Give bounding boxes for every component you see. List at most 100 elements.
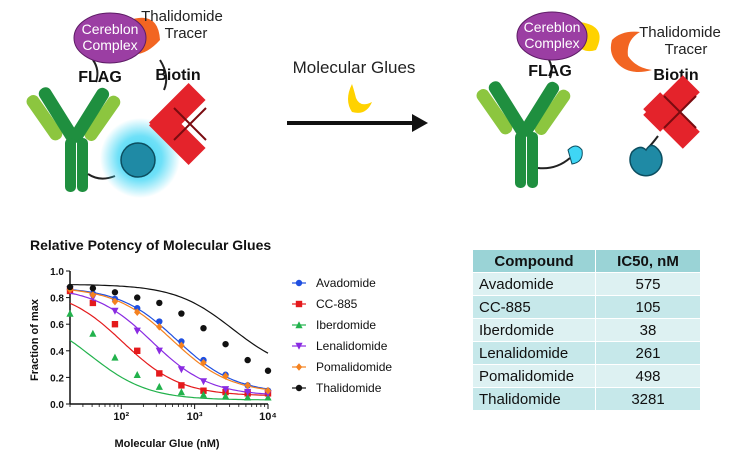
fit-curve-lenalidomide: [69, 292, 269, 395]
table-row: Lenalidomide 261: [472, 341, 701, 365]
table-row: CC-885 105: [472, 295, 701, 319]
x-axis-label: Molecular Glue (nM): [114, 438, 219, 450]
data-point-iberdomide: [221, 392, 230, 400]
data-point-cc-885: [111, 321, 119, 328]
ic50-table: Compound IC50, nM Avadomide 575 CC-885 1…: [472, 249, 701, 411]
left-flag-label: FLAG: [78, 69, 122, 86]
compound-cell: Lenalidomide: [472, 341, 596, 365]
y-axis-label: Fraction of max: [29, 298, 41, 381]
table-header-row: Compound IC50, nM: [472, 249, 701, 273]
header-ic50: IC50, nM: [595, 249, 701, 273]
data-point-lenalidomide: [221, 386, 230, 394]
compound-cell: Thalidomide: [472, 387, 596, 411]
right-donor-tag-icon: [567, 145, 583, 165]
right-biotin-label: Biotin: [653, 67, 698, 84]
legend-label: Avadomide: [316, 276, 376, 290]
right-complex-label-1: Cereblon: [524, 19, 581, 35]
legend-label: CC-885: [316, 297, 358, 311]
ic50-cell: 575: [595, 272, 701, 296]
data-point-cc-885: [178, 382, 185, 389]
legend-marker: [295, 321, 303, 329]
data-point-lenalidomide: [199, 378, 208, 386]
data-point-pomalidomide: [89, 291, 97, 299]
ic50-cell: 105: [595, 295, 701, 319]
left-biotin-label: Biotin: [155, 67, 200, 84]
right-acceptor-bead: [629, 144, 663, 177]
chart-title: Relative Potency of Molecular Glues: [30, 237, 271, 253]
ic50-cell: 498: [595, 364, 701, 388]
legend-marker: [295, 384, 303, 392]
data-point-thalidomide: [156, 299, 163, 307]
data-point-lenalidomide: [155, 347, 163, 355]
x-tick-label: 10²: [113, 411, 129, 423]
left-cereblon-complex: Cereblon Complex: [73, 12, 147, 64]
data-point-iberdomide: [111, 353, 119, 361]
data-point-iberdomide: [66, 309, 74, 317]
legend-label: Thalidomide: [316, 381, 382, 395]
left-streptavidin-icon: [148, 82, 207, 166]
legend-marker: [295, 342, 303, 350]
table-row: Thalidomide 3281: [472, 387, 701, 411]
data-point-thalidomide: [178, 310, 185, 317]
legend-marker: [295, 300, 303, 308]
left-acceptor-bead: [120, 142, 156, 178]
data-point-iberdomide: [89, 329, 97, 337]
data-point-thalidomide: [200, 324, 207, 332]
right-tracer-icon: [610, 31, 652, 72]
data-point-avadomide: [178, 338, 185, 345]
compound-cell: Pomalidomide: [472, 364, 596, 388]
y-tick-label: 0.2: [50, 373, 64, 384]
right-tracer-label-1: Thalidomide: [639, 24, 721, 41]
arrow-label: Molecular Glues: [293, 58, 416, 77]
right-complex-label-2: Complex: [524, 35, 579, 51]
legend-marker: [295, 363, 303, 371]
data-point-lenalidomide: [133, 327, 141, 335]
y-tick-label: 0.0: [50, 400, 64, 411]
data-point-thalidomide: [89, 285, 97, 292]
data-point-pomalidomide: [222, 372, 229, 380]
x-tick-label: 10⁴: [259, 411, 277, 423]
right-tracer-label-2: Tracer: [665, 41, 708, 58]
data-point-pomalidomide: [134, 308, 141, 317]
legend-label: Pomalidomide: [316, 360, 392, 374]
data-point-pomalidomide: [200, 358, 207, 367]
header-compound: Compound: [472, 249, 596, 273]
data-point-thalidomide: [264, 367, 272, 374]
fit-curve-iberdomide: [69, 339, 268, 401]
left-complex-label-2: Complex: [82, 37, 137, 53]
data-point-pomalidomide: [264, 386, 272, 395]
compound-cell: Avadomide: [472, 272, 596, 296]
reaction-arrow: [287, 114, 428, 132]
table-row: Iberdomide 38: [472, 318, 701, 342]
data-point-pomalidomide: [244, 381, 251, 390]
data-point-iberdomide: [177, 388, 186, 396]
data-point-cc-885: [134, 347, 141, 354]
fit-curve-avadomide: [69, 288, 269, 390]
legend-marker: [295, 279, 303, 287]
left-tracer-label-1: Thalidomide: [141, 8, 223, 25]
data-point-lenalidomide: [244, 388, 252, 396]
table-row: Pomalidomide 498: [472, 364, 701, 388]
potency-chart: Relative Potency of Molecular Glues Frac…: [29, 237, 392, 450]
data-point-lenalidomide: [111, 307, 119, 315]
data-point-thalidomide: [222, 340, 229, 348]
assay-scheme: Cereblon Complex Thalidomide Tracer FLAG…: [26, 8, 721, 198]
ic50-cell: 3281: [595, 387, 701, 411]
left-tracer-label-2: Tracer: [165, 25, 208, 42]
ic50-cell: 261: [595, 341, 701, 365]
data-point-thalidomide: [66, 283, 74, 291]
data-point-cc-885: [89, 299, 97, 307]
fit-curve-pomalidomide: [69, 289, 269, 391]
data-point-cc-885: [200, 387, 207, 394]
legend-label: Iberdomide: [316, 318, 376, 332]
right-antibody: [476, 81, 571, 188]
data-point-iberdomide: [133, 370, 141, 378]
data-point-iberdomide: [244, 393, 252, 401]
data-point-thalidomide: [244, 356, 251, 364]
compound-cell: Iberdomide: [472, 318, 596, 342]
ic50-cell: 38: [595, 318, 701, 342]
data-point-iberdomide: [199, 390, 208, 398]
y-tick-label: 0.4: [50, 347, 64, 358]
y-tick-label: 0.6: [50, 320, 64, 331]
